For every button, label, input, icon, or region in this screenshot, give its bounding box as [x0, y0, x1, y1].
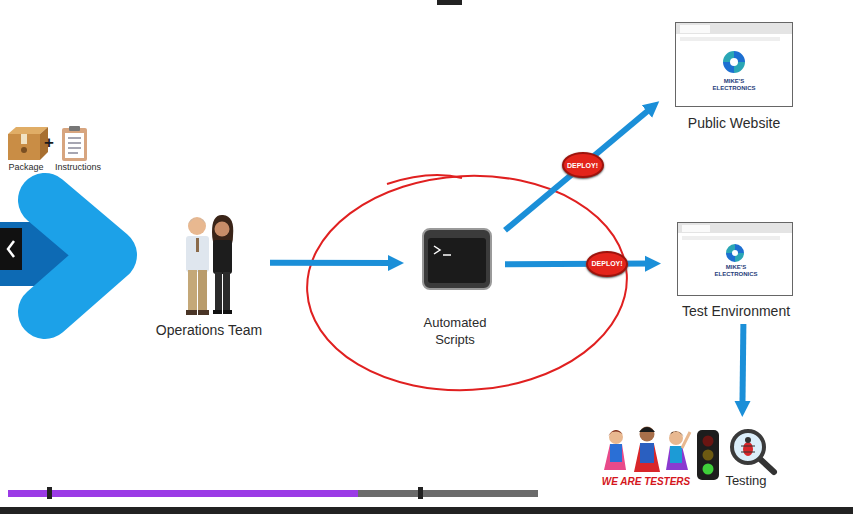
package-icon: [8, 127, 48, 160]
logo-text: MIKE'S ELECTRONICS: [704, 78, 764, 92]
icon-label: Package: [2, 162, 50, 173]
flow-arrow: [505, 106, 654, 231]
flow-arrow: [742, 324, 743, 410]
team-node: Operations Team: [148, 210, 270, 342]
progress-marker: [418, 487, 423, 499]
progress-fill: [8, 490, 358, 497]
script-node: Automated Scripts: [405, 224, 505, 350]
testing-node: WE ARE TESTERS Testing: [596, 418, 786, 494]
website-node: MIKE'S ELECTRONICS Public Website: [660, 18, 808, 136]
highlight-stroke: [387, 175, 462, 184]
people-figure: [186, 215, 233, 315]
chevron: [45, 200, 110, 312]
nav-chevron: [8, 241, 14, 257]
clipboard-icon: [62, 126, 87, 161]
package-node: Package: [2, 124, 50, 178]
progress-track: [8, 490, 538, 497]
magnifier-icon: [732, 431, 774, 472]
node-label: Operations Team: [148, 322, 270, 339]
plus-sign: +: [44, 133, 54, 153]
instructions-node: Instructions: [52, 124, 104, 178]
terminal-icon: [423, 229, 491, 289]
node-label: Testing: [720, 473, 772, 489]
testers-figure: [604, 427, 690, 473]
browser-window: [678, 223, 793, 296]
node-label: Test Environment: [662, 303, 810, 320]
progress-marker: [47, 487, 52, 499]
node-label: Automated Scripts: [415, 314, 495, 348]
highlight-circle: [302, 168, 633, 398]
top-tab: [437, 0, 462, 5]
icon-label: Instructions: [52, 162, 104, 173]
deploy-button: DEPLOY!: [562, 152, 604, 178]
player-strip: [0, 507, 853, 514]
traffic-light: [697, 430, 719, 480]
logo-text: MIKE'S ELECTRONICS: [706, 264, 766, 278]
team-banner: WE ARE TESTERS: [598, 476, 694, 488]
node-label: Public Website: [660, 115, 808, 132]
flow-arrow: [270, 260, 397, 266]
nav-button: [0, 228, 22, 270]
flow-arrow: [505, 261, 654, 268]
environment-node: MIKE'S ELECTRONICS Test Environment: [662, 218, 810, 324]
browser-window: [676, 23, 793, 107]
deploy-button: DEPLOY!: [586, 251, 628, 277]
